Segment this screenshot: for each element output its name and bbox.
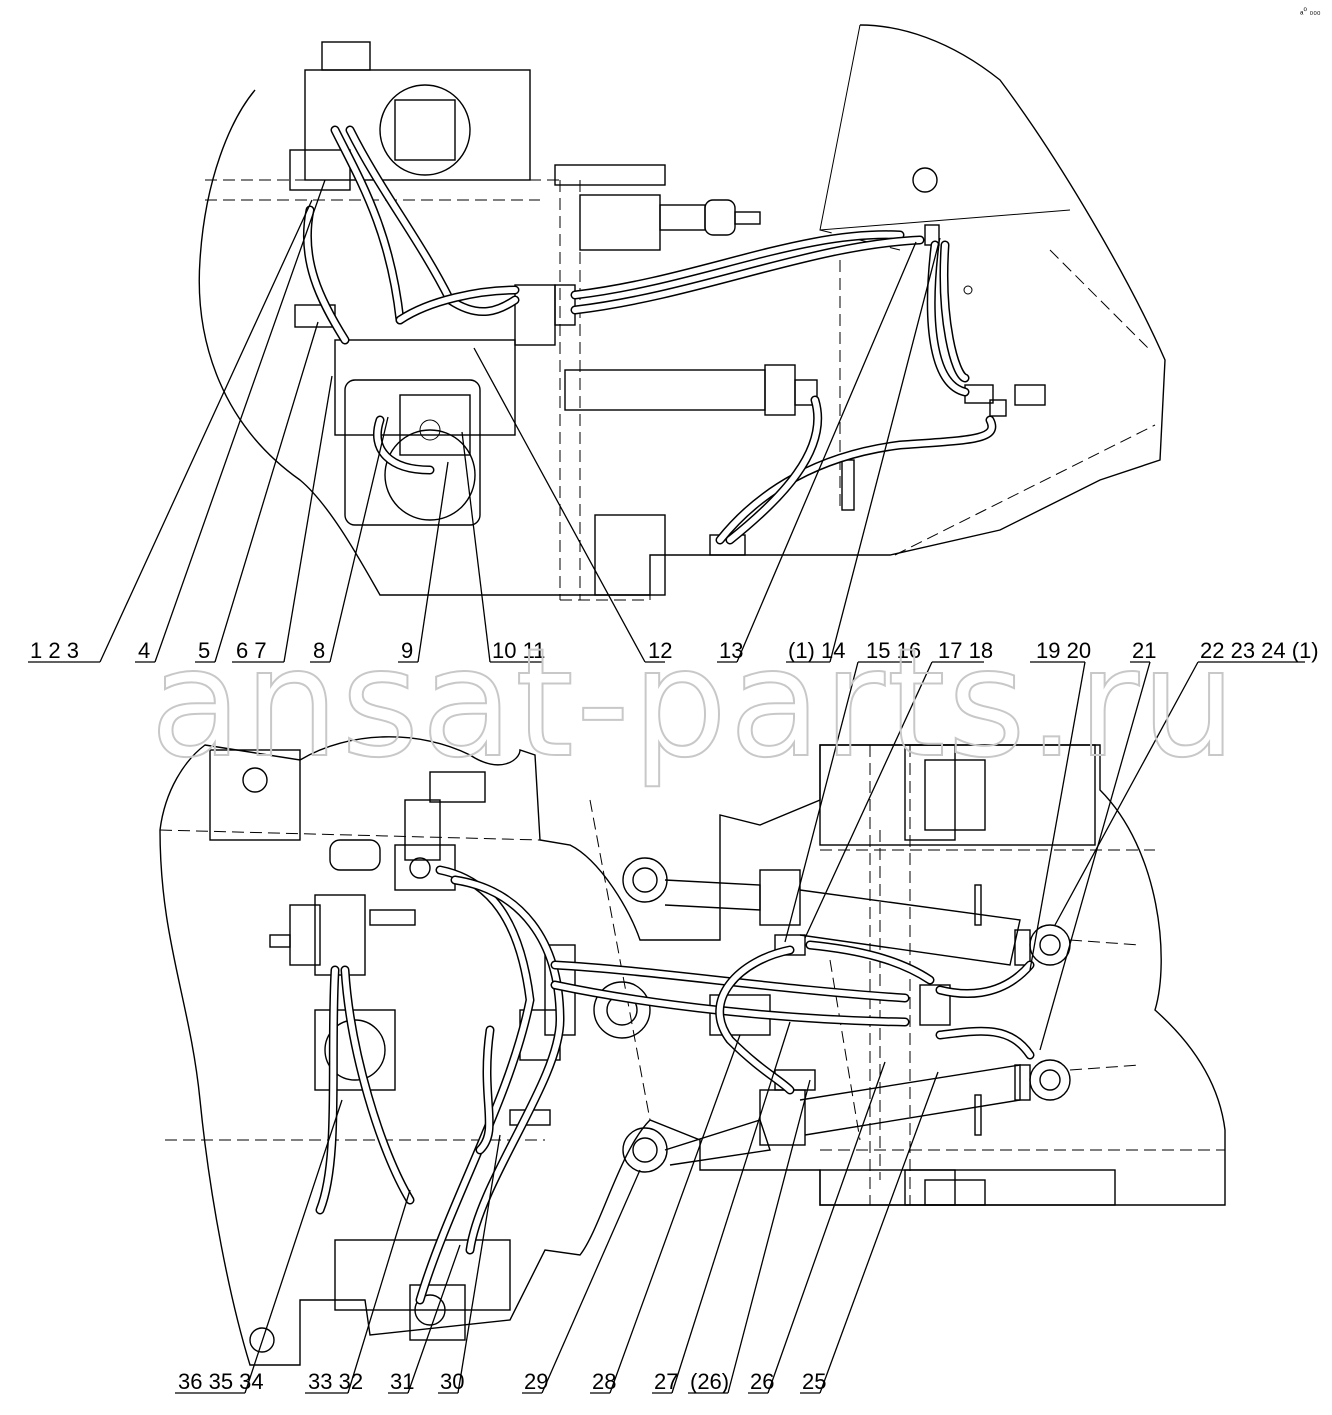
callout-30: 30 bbox=[440, 1369, 464, 1394]
callout-31: 31 bbox=[390, 1369, 414, 1394]
callout-5: 5 bbox=[198, 638, 210, 663]
callout-1-14: (1) 14 bbox=[788, 638, 845, 663]
callout-13: 13 bbox=[719, 638, 743, 663]
callout-26: 26 bbox=[750, 1369, 774, 1394]
callout-8: 8 bbox=[313, 638, 325, 663]
callout-22-23-24-1: 22 23 24 (1) bbox=[1200, 638, 1319, 663]
lower-view bbox=[159, 736, 1226, 1366]
upper-callouts: 1 2 3 4 5 6 7 8 9 10 11 12 13 (1) 14 15 … bbox=[30, 638, 1319, 663]
lower-leader-lines bbox=[175, 661, 1305, 1394]
callout-26-paren: (26) bbox=[690, 1369, 729, 1394]
callout-28: 28 bbox=[592, 1369, 616, 1394]
callout-17-18: 17 18 bbox=[938, 638, 993, 663]
callout-9: 9 bbox=[401, 638, 413, 663]
callout-1-2-3: 1 2 3 bbox=[30, 638, 79, 663]
callout-25: 25 bbox=[802, 1369, 826, 1394]
callout-19-20: 19 20 bbox=[1036, 638, 1091, 663]
callout-12: 12 bbox=[648, 638, 672, 663]
callout-10-11: 10 11 bbox=[492, 638, 545, 663]
callout-15-16: 15 16 bbox=[866, 638, 921, 663]
upper-view bbox=[198, 24, 1166, 601]
callout-6-7: 6 7 bbox=[236, 638, 267, 663]
corner-mark: ₐ⁰ ₀₀₀ bbox=[1300, 6, 1321, 16]
lower-callouts: 36 35 34 33 32 31 30 29 28 27 (26) 26 25 bbox=[178, 1369, 826, 1394]
callout-4: 4 bbox=[138, 638, 150, 663]
upper-leader-lines bbox=[28, 179, 941, 663]
callout-33-32: 33 32 bbox=[308, 1369, 363, 1394]
callout-36-35-34: 36 35 34 bbox=[178, 1369, 264, 1394]
callout-27: 27 bbox=[654, 1369, 678, 1394]
watermark-text: ansat-parts.ru bbox=[150, 617, 1238, 791]
callout-21: 21 bbox=[1132, 638, 1156, 663]
callout-29: 29 bbox=[524, 1369, 548, 1394]
